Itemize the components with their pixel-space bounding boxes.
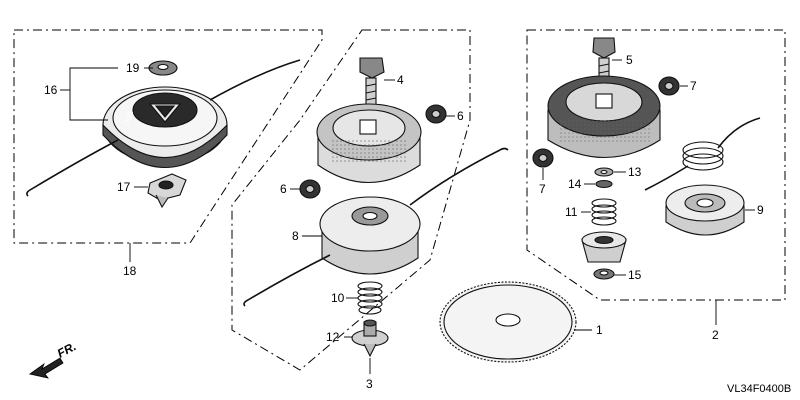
- callout-12: 12: [326, 330, 340, 344]
- saw-blade-1: [439, 281, 577, 363]
- diagram-code: VL34F0400B: [727, 383, 791, 395]
- spool-line-right: [409, 147, 509, 206]
- washer-14: [595, 179, 613, 189]
- leader-16-bracket: [69, 67, 118, 121]
- callout-9: 9: [757, 203, 764, 217]
- spring-10: [357, 281, 383, 315]
- spool-8: [319, 196, 421, 275]
- callout-13: 13: [628, 165, 642, 179]
- washer-13: [594, 167, 614, 177]
- knob-17: [147, 173, 187, 209]
- callout-8: 8: [292, 229, 299, 243]
- nut-15: [593, 268, 615, 280]
- callout-18: 18: [123, 264, 137, 278]
- assembly-frame-2: [526, 29, 786, 301]
- callout-5: 5: [626, 53, 633, 67]
- line-coil: [682, 141, 724, 171]
- trimmer-line-right: [209, 59, 301, 101]
- bump-knob-12: [351, 319, 389, 358]
- front-direction-marker: FR.: [29, 339, 79, 379]
- assembly-frame-3: [231, 29, 471, 371]
- callout-2: 2: [712, 328, 719, 342]
- grommet-6-upper: [425, 104, 447, 124]
- coil-line-top: [717, 117, 761, 149]
- callout-19: 19: [126, 61, 140, 75]
- bolt-5: [592, 37, 616, 87]
- front-arrow-icon: [29, 357, 64, 379]
- callout-6-upper: 6: [457, 109, 464, 123]
- grommet-7-lower: [532, 148, 554, 168]
- callout-14: 14: [568, 177, 582, 191]
- hub-housing-2: [547, 75, 661, 159]
- spool-9: [665, 184, 745, 236]
- callout-10: 10: [331, 291, 345, 305]
- trimmer-head-16: ONE: [102, 86, 228, 168]
- spool-line-left: [243, 254, 331, 307]
- callout-1: 1: [596, 323, 603, 337]
- coil-line-bottom: [644, 165, 689, 191]
- front-label: FR.: [55, 339, 79, 360]
- cone-adapter: [581, 231, 627, 263]
- hub-housing-3: [316, 103, 422, 183]
- callout-11: 11: [565, 205, 578, 219]
- callout-15: 15: [628, 268, 642, 282]
- callout-16: 16: [44, 83, 58, 97]
- callout-7-upper: 7: [690, 79, 697, 93]
- callout-3: 3: [366, 377, 373, 391]
- callout-6-lower: 6: [280, 182, 287, 196]
- callout-17: 17: [117, 180, 131, 194]
- bolt-4: [359, 57, 385, 109]
- assembly-frame-18: [13, 29, 323, 244]
- trimmer-line-left: [26, 139, 119, 197]
- callout-7-lower: 7: [539, 182, 546, 196]
- grommet-7-upper: [658, 76, 680, 96]
- svg-text:ONE: ONE: [123, 110, 135, 127]
- callout-4: 4: [397, 73, 404, 87]
- spring-11: [591, 198, 617, 226]
- washer-19: [148, 60, 178, 76]
- grommet-6-lower: [299, 179, 321, 199]
